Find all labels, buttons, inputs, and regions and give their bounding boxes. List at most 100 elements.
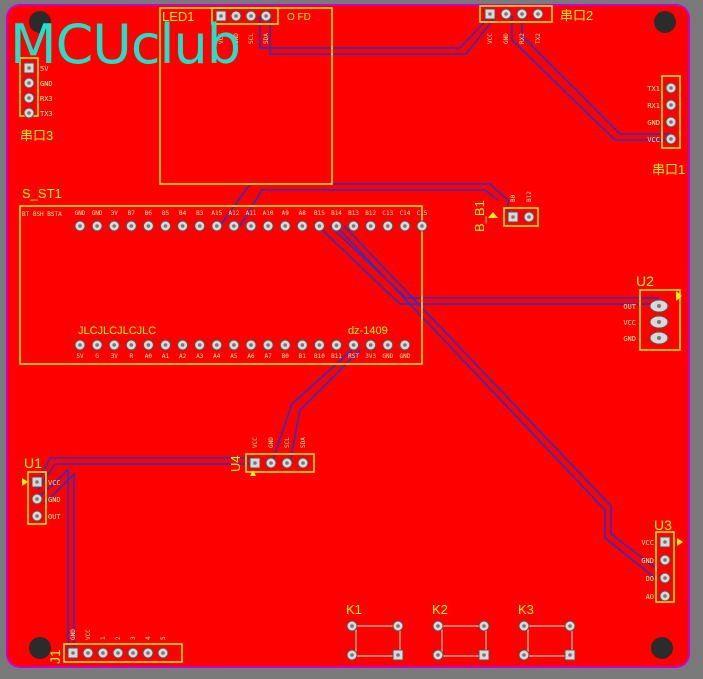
u4-pad-drill xyxy=(301,461,305,465)
s-st1-bottom-pad-drill xyxy=(386,343,390,347)
mounting-hole-bottom-right xyxy=(651,637,673,659)
j1-pad-drill xyxy=(131,651,135,655)
s-st1-bottom-pin-label: A6 xyxy=(247,353,255,360)
k3-pad-drill xyxy=(568,624,572,628)
s-st1-bottom-pad-drill xyxy=(112,343,116,347)
s-st1-bottom-pad-drill xyxy=(368,343,373,347)
serial3-pads xyxy=(23,62,35,119)
u4-ref: U4 xyxy=(228,455,243,472)
j1-pin-label: 2 xyxy=(115,636,122,640)
serial2-pin-label: RX2 xyxy=(519,33,526,44)
s-st1-bottom-pads xyxy=(74,339,411,351)
serial1-outline xyxy=(661,75,681,149)
s-st1-top-pin-label: C13 xyxy=(382,210,393,217)
s-st1-top-header: BT BSH BSTA xyxy=(22,211,62,218)
serial2-pad-drill xyxy=(520,12,524,16)
u3-pad-drill xyxy=(663,558,667,562)
s-st1-top-pad-drill xyxy=(78,224,82,228)
k3-outline xyxy=(527,625,573,657)
k1-pad-drill xyxy=(396,624,400,628)
k1-button[interactable]: K1 xyxy=(346,602,404,661)
serial2-pads xyxy=(484,8,544,20)
k2-button[interactable]: K2 xyxy=(432,602,490,661)
j1-pin-label: GND xyxy=(70,629,77,640)
b_b1-pad-drill xyxy=(511,215,515,219)
s-st1-top-pin-label: B14 xyxy=(331,210,342,217)
s-st1-ref: S_ST1 xyxy=(22,186,62,201)
mounting-hole-top-right xyxy=(654,11,676,33)
led1-pin-label: GND xyxy=(233,33,240,44)
k1-pad-drill xyxy=(350,624,354,628)
s-st1-bottom-pin-label: B0 xyxy=(282,353,290,360)
serial1-pads xyxy=(665,82,677,145)
serial3-pad-drill xyxy=(27,111,31,115)
s-st1-top-pin-label: B12 xyxy=(365,210,376,217)
serial3-pin-label: GND xyxy=(40,80,53,88)
u3-pad-drill xyxy=(663,594,667,598)
s-st1-module[interactable]: S_ST1 BT BSH BSTA JLCJLCJLCJLC dz-1409 G… xyxy=(19,186,428,365)
s-st1-top-pad-drill xyxy=(351,224,356,228)
u3-pin-label: AO xyxy=(646,593,654,601)
s-st1-bottom-pin-label: 3V3 xyxy=(365,353,376,360)
k3-pad-drill xyxy=(568,653,572,657)
led1-side-text: O FD xyxy=(287,12,311,23)
b-b1-pads xyxy=(507,211,535,223)
serial1-pin-label: VCC xyxy=(647,136,660,144)
b-b1-outline xyxy=(503,207,539,227)
s-st1-top-pad-drill xyxy=(283,224,288,228)
u1-pin-label: OUT xyxy=(48,513,61,521)
k3-button[interactable]: K3 xyxy=(518,602,576,661)
trace-st-u2 xyxy=(317,225,659,305)
k1-ref: K1 xyxy=(346,602,362,617)
k1-outline xyxy=(355,625,401,657)
u2-pad-drill xyxy=(657,304,661,308)
s-st1-bottom-pad-drill xyxy=(197,343,202,347)
serial3-ref: 串口3 xyxy=(20,128,53,143)
k2-pad-drill xyxy=(482,624,486,628)
serial1-ref: 串口1 xyxy=(652,162,685,177)
u3-ref: U3 xyxy=(654,517,672,533)
s-st1-bottom-pin-label: A4 xyxy=(213,353,221,360)
trace-st-bb1 xyxy=(219,183,509,227)
u4-pin-label: VCC xyxy=(252,437,259,448)
k2-pad-drill xyxy=(436,653,440,657)
serial1-pin-label: GND xyxy=(647,119,660,127)
u2-outline xyxy=(639,289,681,351)
u3-pin-label: DO xyxy=(646,575,654,583)
mounting-hole-bottom-left xyxy=(29,637,51,659)
trace-u1-j1 xyxy=(37,468,69,652)
j1-pin-label: VCC xyxy=(85,629,92,640)
s-st1-top-pin-label: C15 xyxy=(417,210,428,217)
mounting-hole-top-left xyxy=(29,11,51,33)
j1-ref: J1 xyxy=(47,649,63,664)
led1-pads xyxy=(215,10,272,22)
k2-pad-drill xyxy=(436,624,440,628)
u1-pin-label: GND xyxy=(48,496,61,504)
s-st1-top-pin-label: A15 xyxy=(211,210,222,217)
s-st1-top-pin-label: A12 xyxy=(228,210,239,217)
s-st1-top-pin-label: A11 xyxy=(246,210,257,217)
s-st1-top-pin-label: B5 xyxy=(162,210,170,217)
s-st1-top-pin-label: B15 xyxy=(314,210,325,217)
serial1-pin-label: TX1 xyxy=(647,85,660,93)
s-st1-label-left: JLCJLCJLCJLC xyxy=(78,325,156,337)
traces xyxy=(37,15,671,652)
s-st1-bottom-pin-label: GND xyxy=(399,353,410,360)
u2-pad-drill xyxy=(657,336,661,340)
trace-led1-serial2-b xyxy=(269,15,497,55)
trace-u1-j1-b xyxy=(43,472,75,652)
s-st1-top-pad-drill xyxy=(300,224,305,228)
